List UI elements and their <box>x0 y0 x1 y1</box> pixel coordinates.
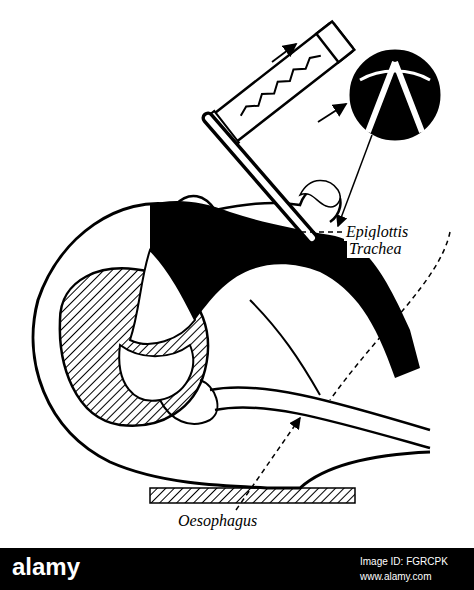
magnified-view <box>351 51 439 139</box>
watermark: www.alamy.com <box>360 571 432 582</box>
jaw-section <box>119 345 193 401</box>
part-label: Trachea <box>347 240 403 258</box>
lips <box>300 180 340 206</box>
neck-line <box>250 300 320 395</box>
oesophagus-tube <box>210 387 430 448</box>
hyoid-region <box>160 380 217 424</box>
leader-line <box>236 418 300 510</box>
leader-line <box>338 135 372 226</box>
tongue <box>130 250 195 344</box>
watermark-bar <box>0 548 474 590</box>
view-arrow <box>318 104 346 122</box>
part-label: Epiglottis <box>344 223 410 241</box>
leader-line <box>330 232 450 400</box>
laryngoscope-handle <box>205 20 356 150</box>
table <box>150 488 355 503</box>
leader-line <box>296 231 342 233</box>
view-arrow <box>272 44 296 62</box>
watermark: Image ID: FGRCPK <box>360 556 448 567</box>
laryngoscope-blade <box>208 118 312 238</box>
part-label: Oesophagus <box>176 512 259 530</box>
leader-line <box>338 252 344 266</box>
watermark: alamy <box>12 554 80 580</box>
